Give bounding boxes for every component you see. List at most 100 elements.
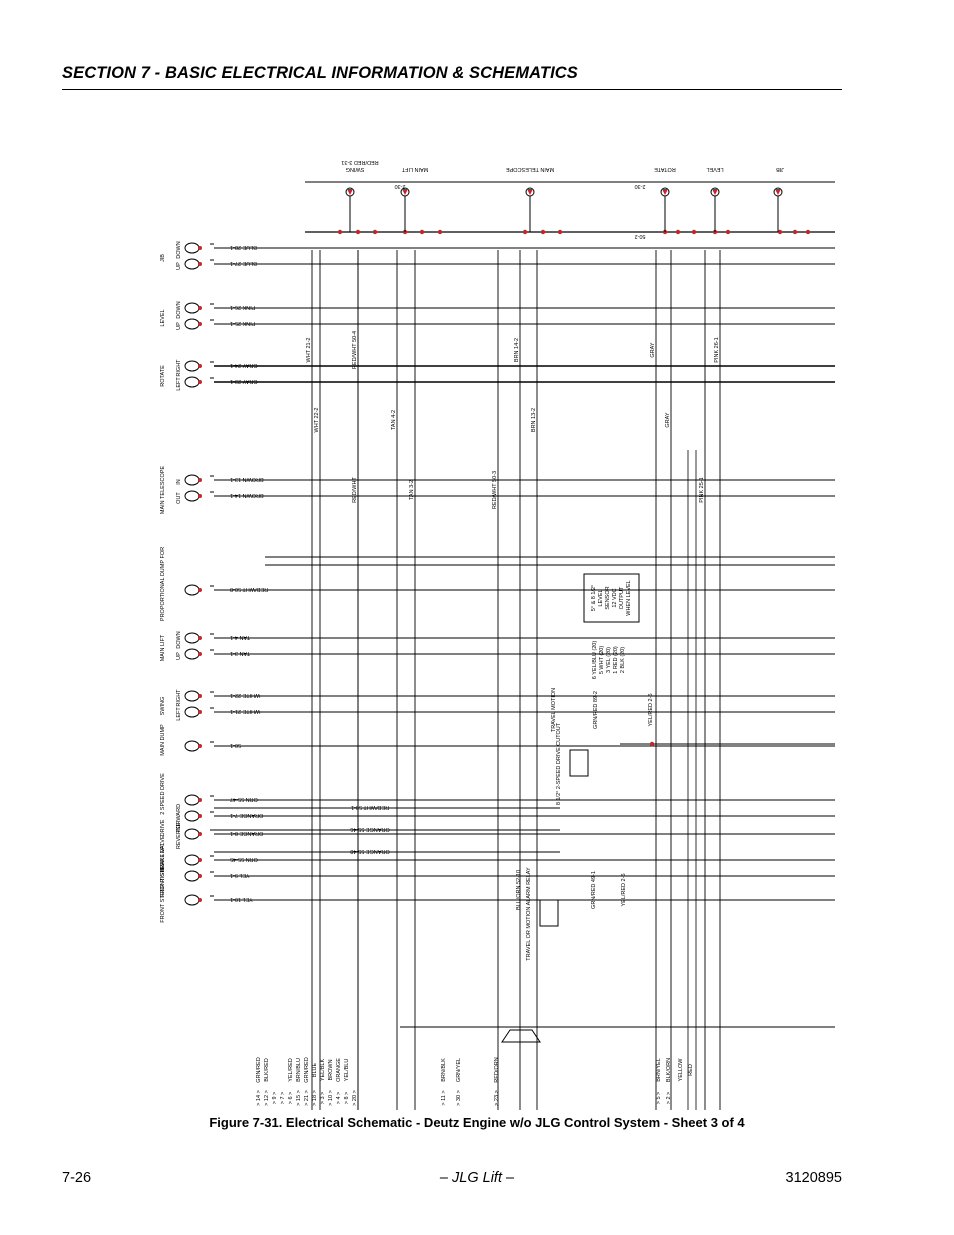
wire-label: ORANGE 55-46	[350, 826, 389, 832]
coil-label: DOWN	[176, 241, 182, 258]
junction-dot	[675, 229, 681, 235]
wire-label: BLUE 28-1	[230, 244, 257, 250]
connector-wire-label: BLUE	[312, 1062, 318, 1077]
wire-label: TAN 4-2	[391, 410, 397, 430]
valve-group-label: JIB	[160, 254, 166, 262]
wire-label: 2-30	[394, 183, 405, 189]
wire-label: WHITE 21-1	[230, 708, 260, 714]
solenoid-coil-icon	[184, 810, 200, 822]
junction-dot	[805, 229, 811, 235]
connector-pin-label: > 4 >	[336, 1092, 342, 1105]
solenoid-coil-icon	[184, 706, 200, 718]
valve-label: LEVEL	[706, 166, 723, 172]
coil-terminal-dot	[198, 744, 202, 748]
valve-label: ROTATE	[654, 166, 676, 172]
solenoid-coil-icon	[184, 690, 200, 702]
header-rule	[62, 89, 842, 90]
junction-dot	[725, 229, 731, 235]
junction-dot	[792, 229, 798, 235]
junction-dot	[337, 229, 343, 235]
connector-wire-label: GRN/YEL	[456, 1058, 462, 1082]
connector-wire-label: ORANGE	[336, 1058, 342, 1082]
relay-label: TRAVEL OR MOTION ALARM RELAY	[526, 867, 532, 961]
junction-dot	[522, 229, 528, 235]
connector-wire-label: RED	[688, 1064, 694, 1076]
bottom-connectors: GRN/RED> 14 >BLK/RED> 12 >> 9 >> 7 >YEL/…	[256, 1057, 694, 1106]
wire-label: WHITE 22-1	[230, 692, 260, 698]
coil-terminal-dot	[198, 636, 202, 640]
wire-label: 50-2	[634, 233, 645, 239]
tilt-pin-label: 6 YEL/BLU (20)	[592, 641, 598, 680]
solenoid-coil-icon	[184, 302, 200, 314]
junction-dot	[691, 229, 697, 235]
connector-pin-label: > 18 >	[312, 1090, 318, 1106]
tilt-sensor-text: 12 VDC	[612, 588, 618, 607]
coil-terminal-dot	[198, 874, 202, 878]
solenoid-coil-icon	[184, 794, 200, 806]
connector-pin-label: > 23 >	[494, 1090, 500, 1106]
connector-wire-label: BRN/BLK	[441, 1058, 447, 1082]
tilt-pin-label: 5 WHT (20)	[599, 646, 605, 674]
tilt-sensor-text: LEVEL	[598, 589, 604, 606]
solenoid-coil-icon	[184, 376, 200, 388]
junction-dot	[437, 229, 443, 235]
junction-dot	[419, 229, 425, 235]
valve-group-label: 2 SPEED DRIVE	[160, 773, 166, 815]
tilt-pin-label: 2 BLK (20)	[620, 647, 626, 673]
valve-group-label: FRONT STEER RIGHT	[160, 865, 166, 923]
wire-label: RED/WHT 50-1	[351, 804, 389, 810]
diode-icon	[712, 189, 718, 195]
coil-terminal-dot	[198, 814, 202, 818]
tilt-sensor-text: 5° & 8 1/2°	[591, 585, 597, 611]
relay-box	[569, 749, 589, 777]
connector-wire-label: BLK/RED	[264, 1058, 270, 1082]
wire-label: BRN 14-2	[514, 338, 520, 362]
connector-wire-label: BLK/ORN	[666, 1058, 672, 1082]
wire-label: ORANGE 7-1	[230, 812, 263, 818]
valve-group-label: DRIVE	[160, 819, 166, 836]
wire-label: RED/WHT 50-3	[492, 471, 498, 509]
wire-label: ORANGE 55-48	[350, 848, 389, 854]
tilt-sensor-box	[583, 573, 640, 623]
relay-label: 8 1/2° 2-SPEED DRIVE CUTOUT	[556, 722, 562, 805]
wire-label: PINK 25-1	[230, 320, 255, 326]
solenoid-coil-icon	[184, 894, 200, 906]
valve-group-label: MAIN DUMP	[160, 724, 166, 756]
coil-terminal-dot	[198, 306, 202, 310]
section-title: SECTION 7 - BASIC ELECTRICAL INFORMATION…	[62, 64, 578, 82]
alarm-horn-icon	[501, 1029, 541, 1043]
coil-terminal-dot	[198, 478, 202, 482]
wire-label: PINK 26-1	[714, 337, 720, 362]
connector-wire-label: YEL/RED	[288, 1058, 294, 1082]
wire-label: RED/WHT 50-4	[352, 331, 358, 369]
coil-label: FORWARD	[176, 804, 182, 832]
wire-label: PINK 26-1	[230, 304, 255, 310]
connector-pin-label: > 8 >	[344, 1092, 350, 1105]
coil-label: UP	[176, 262, 182, 270]
figure-caption: Figure 7-31. Electrical Schematic - Deut…	[209, 1115, 745, 1130]
connector-wire-label: GRN/RED	[304, 1057, 310, 1082]
solenoid-coil-icon	[184, 828, 200, 840]
coil-terminal-dot	[198, 494, 202, 498]
coil-label: IN	[176, 479, 182, 485]
valve-label: SWING	[346, 166, 365, 172]
junction-dot	[557, 229, 563, 235]
coil-label: DOWN	[176, 301, 182, 318]
connector-pin-label: > 10 >	[328, 1090, 334, 1106]
connector-wire-label: GRN/RED	[256, 1057, 262, 1082]
valve-group-label: FRONT STEER LEFT	[160, 843, 166, 897]
connector-pin-label: > 5 >	[656, 1092, 662, 1105]
junction-dot	[355, 229, 361, 235]
coil-terminal-dot	[198, 262, 202, 266]
solenoid-coil-icon	[184, 740, 200, 752]
valve-group-label: MAIN TELESCOPE	[160, 466, 166, 515]
junction-dot	[372, 229, 378, 235]
connector-pin-label: > 30 >	[456, 1090, 462, 1106]
footer-publisher: – JLG Lift –	[439, 1170, 515, 1186]
wire-label: RED/WHT	[352, 477, 358, 503]
connector-wire-label: BROWN	[328, 1059, 334, 1080]
solenoid-coil-icon	[184, 242, 200, 254]
junction-dot	[402, 229, 408, 235]
